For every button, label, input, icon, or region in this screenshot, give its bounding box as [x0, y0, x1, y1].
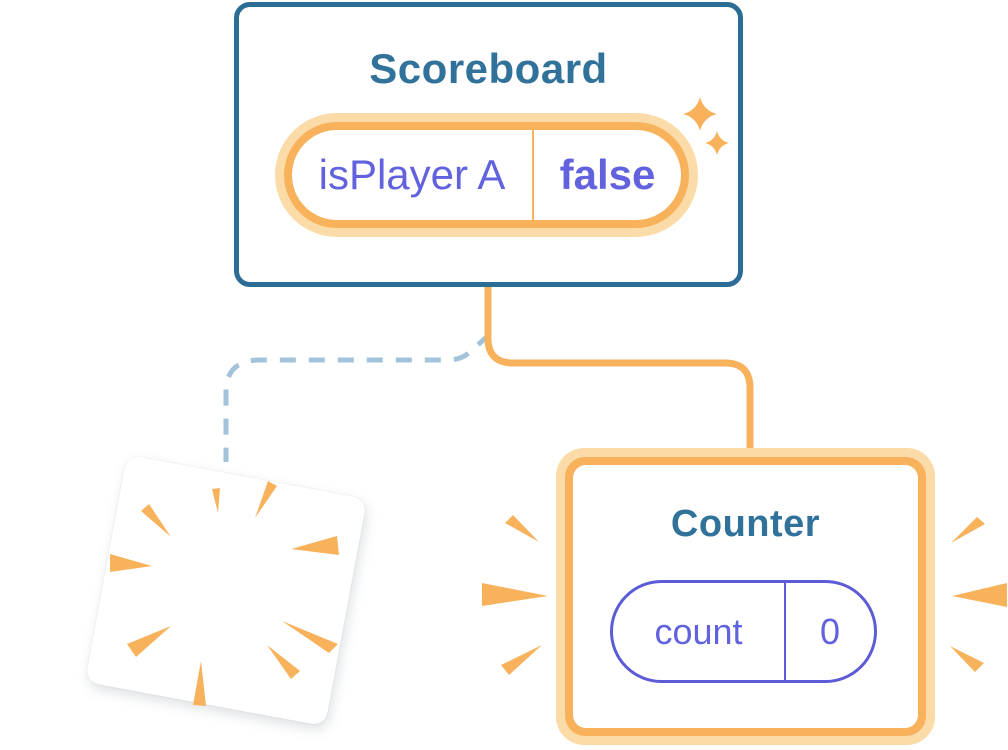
- scoreboard-title: Scoreboard: [369, 45, 608, 92]
- scoreboard-card: Scoreboard isPlayer A false: [234, 2, 743, 287]
- scoreboard-state-pill: isPlayer A false: [275, 113, 698, 237]
- state-value-label: false: [559, 151, 656, 198]
- edge-active-solid: [484, 285, 754, 454]
- count-name-label: count: [613, 583, 786, 680]
- state-name-label: isPlayer A: [292, 130, 534, 220]
- counter-card: Counter count 0: [556, 448, 935, 745]
- count-value-label: 0: [819, 610, 841, 652]
- state-pill-border: isPlayer A false: [284, 122, 689, 228]
- state-pill-inner: isPlayer A false: [292, 130, 681, 220]
- counter-card-inner: Counter count 0: [573, 465, 918, 728]
- counter-state-pill: count 0: [610, 580, 877, 683]
- edge-removed-dashed: [223, 332, 492, 462]
- counter-card-border: Counter count 0: [565, 457, 926, 736]
- counter-title: Counter: [670, 503, 821, 545]
- destroyed-component-card: [84, 454, 368, 727]
